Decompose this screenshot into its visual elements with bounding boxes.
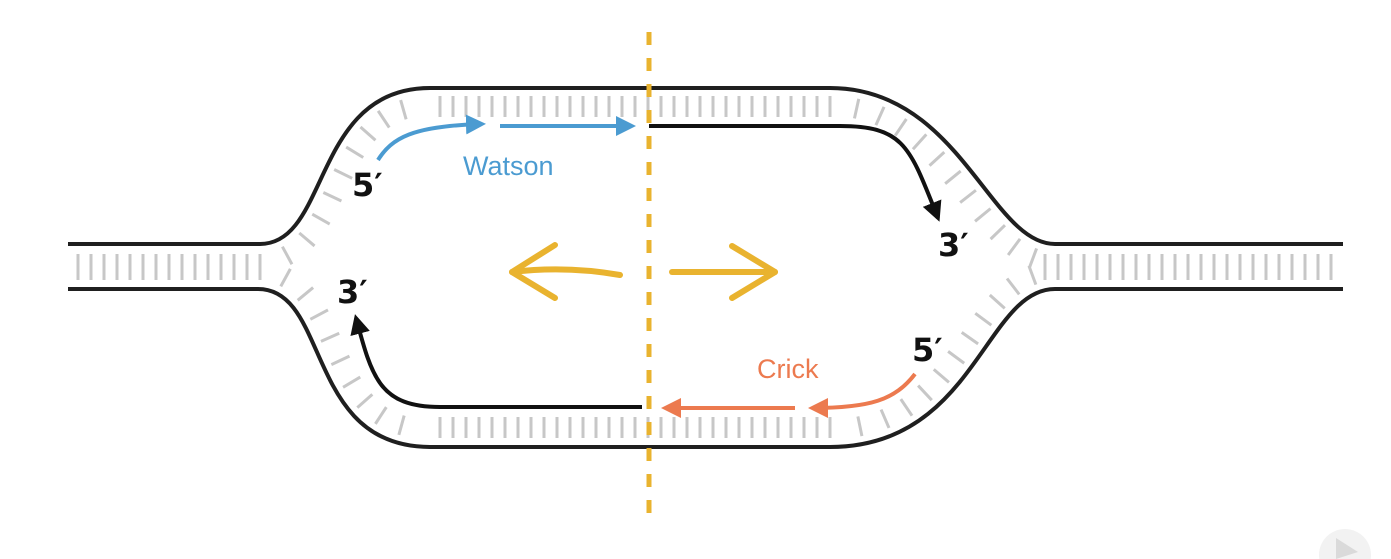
base-pair-rung (928, 150, 946, 167)
base-pair-rung (1027, 265, 1038, 286)
bottom-left-end-label: 3′ (337, 273, 368, 311)
base-pair-rung (342, 375, 362, 389)
base-pair-rung (856, 416, 864, 437)
base-pair-rung (960, 331, 979, 346)
base-pair-rung (374, 406, 388, 425)
base-pair-rung (947, 350, 966, 365)
base-pair-rung (322, 191, 343, 203)
watson-strand-segment-1 (376, 114, 486, 162)
base-pair-rung (1028, 247, 1039, 268)
base-pair-rung (917, 384, 933, 402)
base-pair-rung (932, 368, 950, 384)
double-headed-arrow-icon (509, 242, 778, 301)
base-pair-rung (376, 110, 391, 129)
base-pair-rung (944, 169, 962, 185)
base-pair-rung (281, 245, 294, 265)
base-pair-rung (988, 293, 1006, 310)
base-pair-rung (320, 331, 340, 343)
left-arrow-icon (509, 266, 623, 278)
base-pair-rung (298, 231, 316, 248)
crick-strand-segment-1 (808, 372, 917, 418)
base-pair-rung (1005, 277, 1021, 296)
base-pair-rung (311, 212, 331, 226)
base-pair-rung (397, 415, 406, 436)
left-arrowhead-icon (509, 242, 558, 301)
base-pair-rung (893, 118, 908, 137)
base-pair-rung (330, 354, 351, 366)
base-pair-rung (989, 224, 1007, 241)
top-right-end-label: 3′ (938, 226, 969, 264)
crick-label: Crick (757, 354, 819, 384)
base-pair-rung (399, 99, 408, 120)
base-pair-rung (309, 308, 329, 321)
watson-label: Watson (463, 151, 554, 181)
base-pair-rung (333, 168, 353, 180)
base-pair-rung (974, 207, 992, 223)
right-arrowhead-icon (729, 243, 778, 301)
base-pair-rung (874, 106, 886, 126)
base-pair-rung (1006, 237, 1022, 256)
bottom-right-end-label: 5′ (912, 331, 943, 369)
parental-strand-top (68, 86, 1343, 246)
play-icon[interactable] (1319, 529, 1371, 559)
base-pair-rung (879, 408, 891, 429)
top-new-strand (649, 124, 942, 222)
base-pair-rung (359, 125, 377, 142)
base-pair-rung (959, 189, 977, 204)
base-pair-rung (279, 268, 292, 288)
base-pair-rung (974, 312, 993, 327)
base-pair-rungs (76, 96, 1333, 438)
base-pair-rung (911, 133, 928, 151)
top-left-end-label: 5′ (352, 166, 383, 204)
bottom-new-strand (350, 314, 642, 409)
base-pair-rung (852, 98, 861, 119)
base-pair-rung (296, 286, 315, 302)
parental-strand-bottom (68, 287, 1343, 449)
base-pair-rung (899, 398, 914, 417)
base-pair-rung (356, 393, 374, 409)
base-pair-rung (345, 145, 365, 159)
